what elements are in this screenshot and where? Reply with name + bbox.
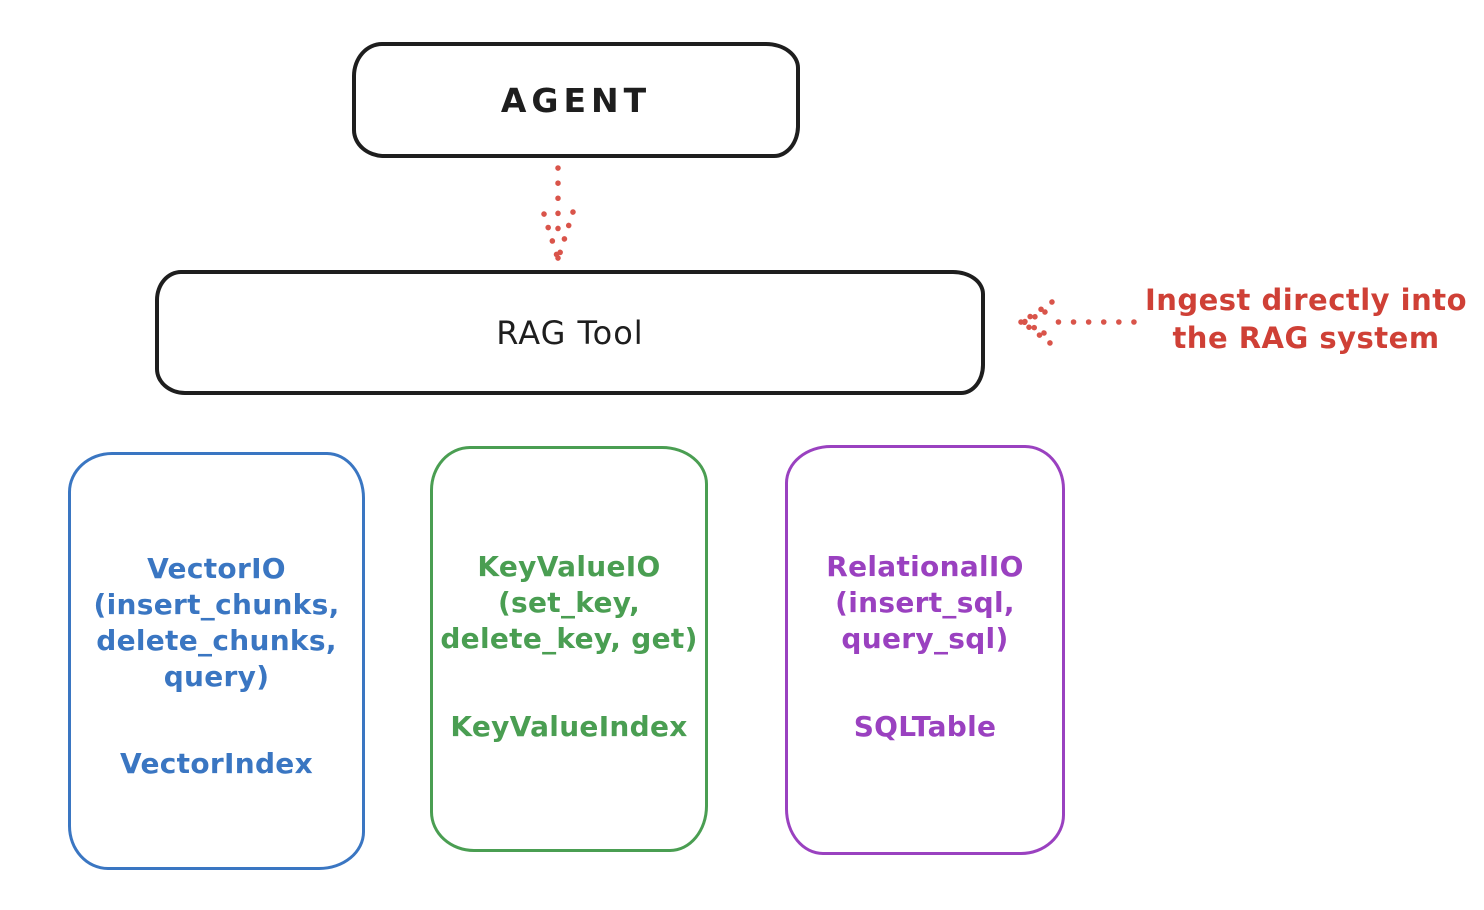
vectorio-line: (insert_chunks, <box>93 588 340 621</box>
ingest-annotation: Ingest directly into the RAG system <box>1136 281 1476 357</box>
relationalio-line: RelationalIO <box>826 550 1024 583</box>
rag-tool-label: RAG Tool <box>496 313 644 352</box>
sqltable-label: SQLTable <box>853 710 997 743</box>
ingest-annotation-line1: Ingest directly into <box>1144 283 1468 317</box>
vectorio-node: VectorIO (insert_chunks, delete_chunks, … <box>68 452 365 870</box>
agent-node: AGENT <box>352 42 800 158</box>
relationalio-methods: RelationalIO (insert_sql, query_sql) <box>788 549 1062 657</box>
vectorio-line: VectorIO <box>147 552 286 585</box>
relationalio-line: query_sql) <box>841 622 1009 655</box>
vectorio-line: delete_chunks, <box>96 624 337 657</box>
keyvalueio-node: KeyValueIO (set_key, delete_key, get) Ke… <box>430 446 708 852</box>
keyvalueindex-label: KeyValueIndex <box>450 710 688 743</box>
vectorindex-label: VectorIndex <box>120 747 313 780</box>
relationalio-node: RelationalIO (insert_sql, query_sql) SQL… <box>785 445 1065 855</box>
keyvalueio-line: (set_key, <box>497 586 641 619</box>
keyvalueio-methods: KeyValueIO (set_key, delete_key, get) <box>433 549 705 657</box>
agent-label: AGENT <box>500 80 652 120</box>
keyvalueio-line: delete_key, get) <box>440 622 698 655</box>
relationalio-line: (insert_sql, <box>835 586 1015 619</box>
keyvalueio-line: KeyValueIO <box>477 550 661 583</box>
ingest-annotation-line2: the RAG system <box>1172 321 1440 355</box>
vectorio-methods: VectorIO (insert_chunks, delete_chunks, … <box>71 551 362 695</box>
vectorio-line: query) <box>163 660 270 693</box>
ingest-arrow-icon <box>1018 299 1137 346</box>
rag-tool-node: RAG Tool <box>155 270 985 395</box>
agent-to-ragtool-arrow-icon <box>541 165 576 261</box>
